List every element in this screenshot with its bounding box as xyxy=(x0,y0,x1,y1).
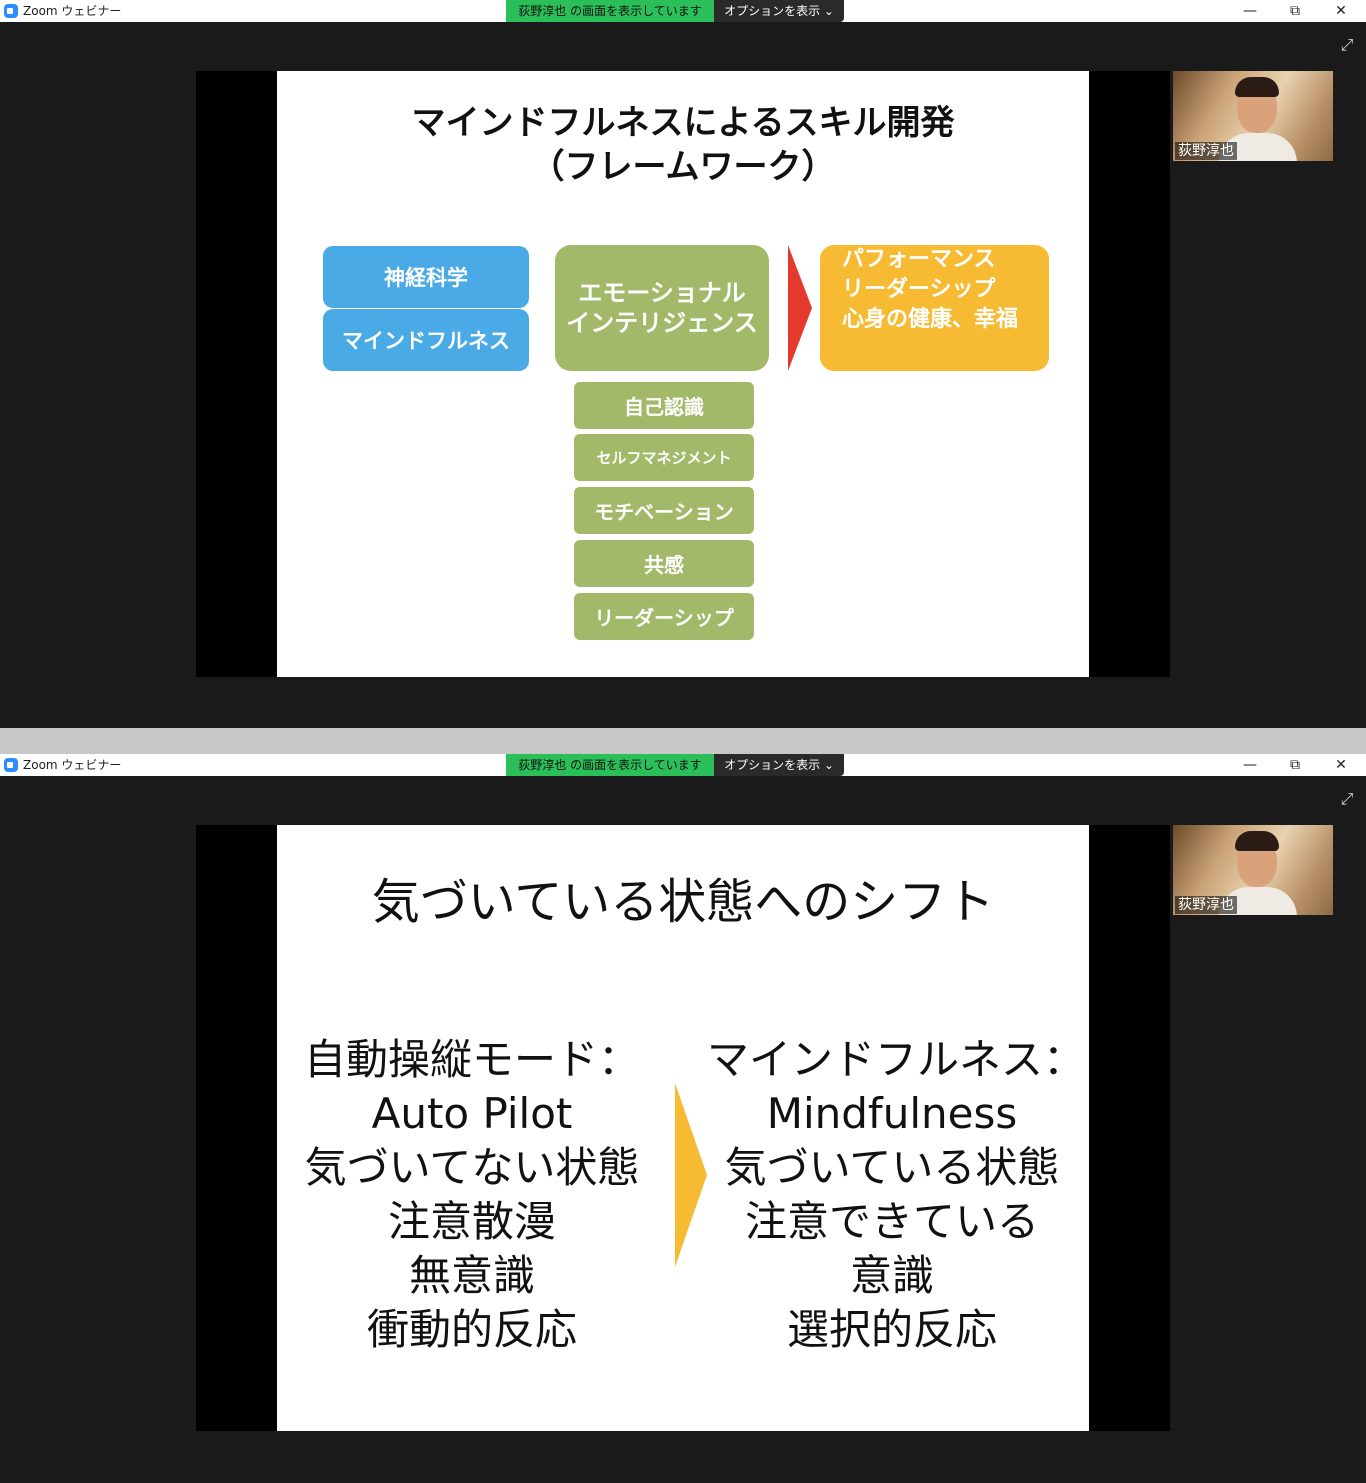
video-hair xyxy=(1235,77,1279,97)
emotional-intelligence-box: エモーショナル インテリジェンス xyxy=(555,245,769,371)
fullscreen-expand-icon[interactable]: ⤢ xyxy=(1340,789,1354,808)
shared-screen: マインドフルネスによるスキル開発 （フレームワーク） 神経科学 マインドフルネス… xyxy=(196,71,1170,677)
screen-share-banner: 荻野淳也 の画面を表示しています xyxy=(506,754,714,776)
minimize-button[interactable]: — xyxy=(1243,3,1257,19)
restore-button[interactable]: ⧉ xyxy=(1290,757,1300,773)
mindfulness-line: 意識 xyxy=(849,1251,934,1300)
mindfulness-line: 注意できている xyxy=(744,1197,1039,1246)
zoom-window-2: Zoom ウェビナー 荻野淳也 の画面を表示しています オプションを表示 ⌄ —… xyxy=(0,754,1366,1483)
zoom-app-icon xyxy=(4,4,18,18)
autopilot-line: 気づいてない状態 xyxy=(304,1143,640,1192)
neuroscience-box: 神経科学 xyxy=(323,246,529,308)
participant-video-thumbnail[interactable]: 荻野淳也 xyxy=(1173,71,1333,161)
autopilot-line: 自動操縦モード： xyxy=(303,1035,640,1084)
participant-name-label: 荻野淳也 xyxy=(1175,896,1237,914)
participant-video-thumbnail[interactable]: 荻野淳也 xyxy=(1173,825,1333,915)
restore-button[interactable]: ⧉ xyxy=(1290,3,1300,19)
slide-title-line1: マインドフルネスによるスキル開発 xyxy=(411,103,955,143)
participant-name-label: 荻野淳也 xyxy=(1175,142,1237,160)
autopilot-column: 自動操縦モード： Auto Pilot 気づいてない状態 注意散漫 無意識 衝動… xyxy=(287,1033,657,1357)
slide-title: 気づいている状態へのシフト xyxy=(371,874,995,930)
video-hair xyxy=(1235,831,1279,851)
view-options-button[interactable]: オプションを表示 ⌄ xyxy=(714,0,844,22)
ei-item-self-awareness: 自己認識 xyxy=(574,382,754,429)
ei-item-empathy: 共感 xyxy=(574,540,754,587)
outcomes-box: パフォーマンス リーダーシップ 心身の健康、幸福 xyxy=(820,245,1049,371)
mindfulness-line: 気づいている状態 xyxy=(724,1143,1060,1192)
app-title: Zoom ウェビナー xyxy=(23,758,122,772)
shared-screen: 気づいている状態へのシフト 自動操縦モード： Auto Pilot 気づいてない… xyxy=(196,825,1170,1431)
autopilot-line: 無意識 xyxy=(408,1251,535,1300)
fullscreen-expand-icon[interactable]: ⤢ xyxy=(1340,35,1354,54)
ei-line1: エモーショナル xyxy=(578,279,746,307)
mindfulness-box: マインドフルネス xyxy=(323,309,529,371)
red-arrow-shape xyxy=(788,245,812,371)
mindfulness-line: Mindfulness xyxy=(766,1089,1018,1138)
zoom-window-1: Zoom ウェビナー 荻野淳也 の画面を表示しています オプションを表示 ⌄ —… xyxy=(0,0,1366,728)
ei-item-self-management: セルフマネジメント xyxy=(574,434,754,481)
ei-line2: インテリジェンス xyxy=(566,309,758,337)
yellow-arrow-shape xyxy=(675,1083,707,1267)
autopilot-line: Auto Pilot xyxy=(371,1089,573,1138)
title-bar: Zoom ウェビナー 荻野淳也 の画面を表示しています オプションを表示 ⌄ —… xyxy=(0,0,1366,22)
zoom-app-icon xyxy=(4,758,18,772)
slide-awareness-shift: 気づいている状態へのシフト 自動操縦モード： Auto Pilot 気づいてない… xyxy=(277,825,1089,1431)
autopilot-line: 衝動的反応 xyxy=(366,1305,577,1354)
minimize-button[interactable]: — xyxy=(1243,757,1257,773)
mindfulness-line: マインドフルネス： xyxy=(707,1035,1086,1084)
mindfulness-column: マインドフルネス： Mindfulness 気づいている状態 注意できている 意… xyxy=(707,1033,1086,1357)
slide-title-line2: （フレームワーク） xyxy=(530,147,836,187)
view-options-button[interactable]: オプションを表示 ⌄ xyxy=(714,754,844,776)
outcome-line: 心身の健康、幸福 xyxy=(842,307,1019,332)
ei-item-motivation: モチベーション xyxy=(574,487,754,534)
close-button[interactable]: ✕ xyxy=(1335,757,1347,773)
title-bar: Zoom ウェビナー 荻野淳也 の画面を表示しています オプションを表示 ⌄ —… xyxy=(0,754,1366,776)
screen-share-banner: 荻野淳也 の画面を表示しています xyxy=(506,0,714,22)
close-button[interactable]: ✕ xyxy=(1335,3,1347,19)
slide-framework: マインドフルネスによるスキル開発 （フレームワーク） 神経科学 マインドフルネス… xyxy=(277,71,1089,677)
outcome-line: パフォーマンス xyxy=(842,247,996,272)
outcome-line: リーダーシップ xyxy=(842,277,996,302)
autopilot-line: 注意散漫 xyxy=(387,1197,556,1246)
ei-item-leadership: リーダーシップ xyxy=(574,593,754,640)
mindfulness-line: 選択的反応 xyxy=(786,1305,997,1354)
app-title: Zoom ウェビナー xyxy=(23,4,122,18)
